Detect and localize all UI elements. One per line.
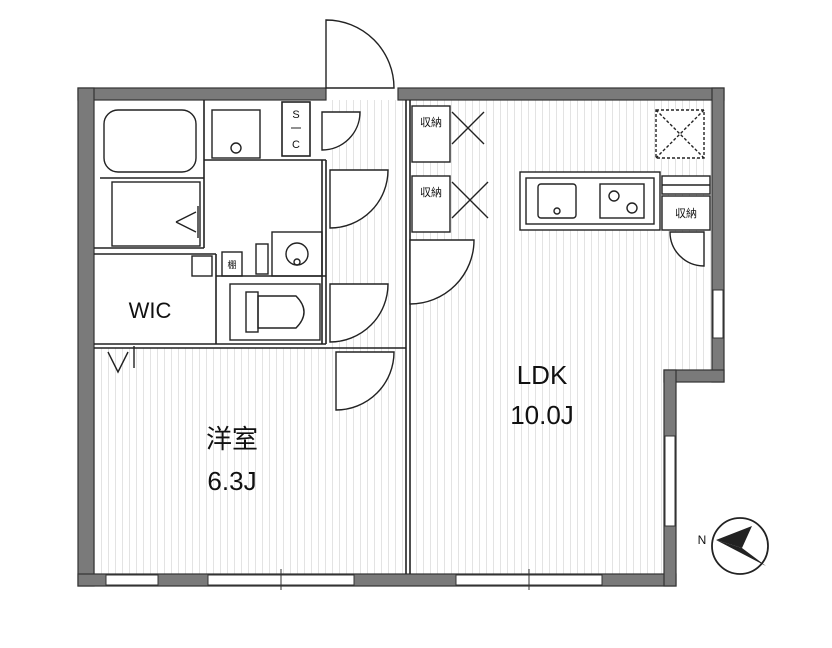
kitchen-storage: [661, 195, 711, 231]
sic-label-top: S: [292, 109, 299, 121]
ldk-door[interactable]: [409, 239, 475, 305]
compass-needle: [716, 540, 766, 566]
storage-label-2: 収納: [420, 186, 442, 199]
window-right-lower: [664, 435, 676, 527]
toilet-bowl: [257, 295, 305, 329]
western-room-name: 洋室: [206, 424, 258, 454]
window-western-1: [105, 574, 159, 586]
kitchen-storage-door[interactable]: [669, 231, 705, 267]
ldk-size: 10.0J: [510, 400, 574, 430]
labels: S C 収納 収納 収納 棚 WIC 洋室 6.3J LDK 10.0J: [129, 109, 697, 496]
interior-walls: [94, 100, 411, 574]
storage-door-2[interactable]: [451, 181, 489, 219]
bath-fixtures: [100, 109, 323, 341]
compass-north-label: N: [698, 533, 707, 547]
kitchen: [519, 109, 711, 231]
window-right-upper: [712, 289, 724, 339]
wic-label: WIC: [129, 298, 172, 323]
compass-needle-tail: [716, 526, 752, 548]
washroom-door[interactable]: [329, 169, 389, 229]
storage-label-1: 収納: [420, 116, 442, 129]
windows: [105, 289, 724, 590]
doors: [321, 19, 705, 411]
stove: [599, 183, 645, 219]
shelf-label: 棚: [227, 259, 236, 270]
storage-closet-1: [411, 105, 451, 163]
washroom-sink: [211, 109, 261, 159]
sic-door[interactable]: [321, 111, 361, 151]
basin: [285, 242, 309, 266]
compass: N: [698, 517, 769, 575]
storage-closets: [411, 105, 711, 233]
basin-cabinet: [271, 231, 323, 277]
toilet-door[interactable]: [329, 283, 389, 343]
sic-label-bottom: C: [292, 139, 300, 151]
storage-closet-2: [411, 175, 451, 233]
bathtub: [103, 109, 197, 173]
wic-door: [107, 346, 135, 374]
toilet-tank: [245, 291, 259, 333]
western-door[interactable]: [335, 351, 395, 411]
western-room-size: 6.3J: [207, 466, 256, 496]
kitchen-sink: [537, 183, 577, 219]
storage-door-1[interactable]: [451, 111, 485, 145]
ldk-name: LDK: [517, 360, 568, 390]
entrance-door[interactable]: [325, 19, 395, 89]
kitchen-storage-label: 収納: [675, 207, 697, 220]
